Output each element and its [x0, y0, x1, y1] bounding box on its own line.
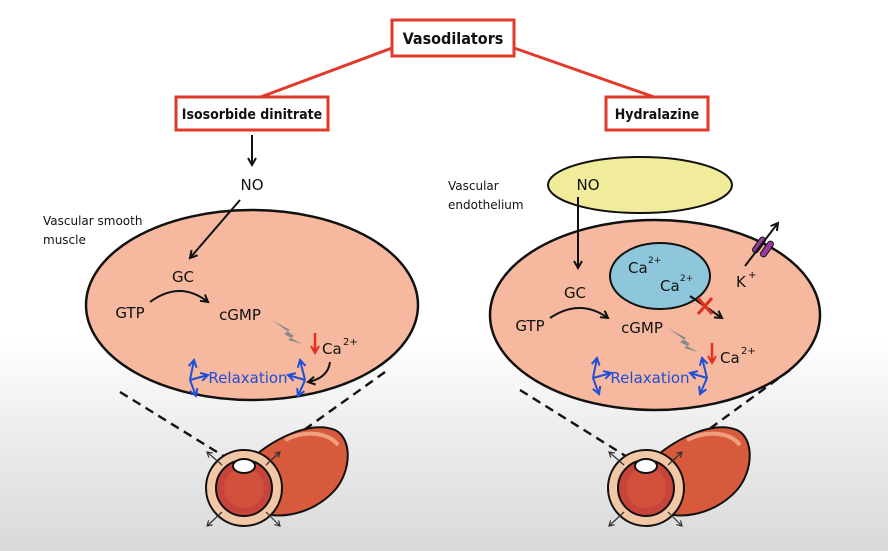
left-drug-label: Isosorbide dinitrate — [182, 107, 322, 123]
right-drug-label: Hydralazine — [615, 107, 699, 123]
right-gtp-label: GTP — [515, 317, 544, 335]
right-relaxation-arrows — [593, 358, 707, 394]
connector-lines — [257, 46, 658, 100]
right-k-sup: + — [748, 270, 756, 281]
left-relaxation-label: Relaxation — [208, 369, 287, 387]
right-ca-label: Ca — [720, 349, 740, 367]
left-tissue-label-2: muscle — [43, 233, 86, 247]
left-signal-bolt-icon — [272, 320, 302, 344]
left-zoom-line-2 — [254, 371, 386, 466]
right-blood-vessel — [607, 426, 751, 527]
right-signal-bolt-icon — [668, 328, 698, 352]
left-ca-to-relax-arrow — [308, 361, 331, 382]
right-endothelium — [547, 156, 733, 214]
left-panel: NO Vascular smooth muscle GC GTP cGMP Ca… — [43, 135, 420, 527]
left-ca-superscript: 2+ — [343, 337, 358, 348]
right-k-efflux-arrow — [744, 223, 778, 267]
right-block-x-icon — [696, 297, 714, 315]
left-tissue-label-1: Vascular smooth — [43, 214, 142, 228]
right-store-ca-2-sup: 2+ — [680, 274, 693, 284]
right-tissue-label-1: Vascular — [448, 179, 499, 193]
right-store-ca-2: Ca — [660, 277, 680, 295]
left-zoom-line-1 — [119, 390, 239, 467]
left-drug-box: Isosorbide dinitrate — [174, 95, 330, 132]
right-tissue-label-2: endothelium — [448, 198, 524, 212]
left-smooth-muscle-cell — [84, 208, 420, 402]
left-ca-label: Ca — [322, 340, 342, 358]
title-box: Vasodilators — [390, 18, 516, 58]
right-zoom-line-2 — [659, 369, 791, 466]
right-store-ca-1: Ca — [628, 259, 648, 277]
left-no-label: NO — [240, 176, 263, 194]
left-gc-label: GC — [172, 268, 194, 286]
right-ca-superscript: 2+ — [741, 346, 756, 357]
right-smooth-muscle-cell — [488, 218, 822, 412]
right-gtp-to-cgmp-arrow — [549, 307, 608, 318]
left-no-to-gc-arrow — [190, 199, 241, 258]
left-cgmp-label: cGMP — [219, 306, 261, 324]
right-k-channel-icon — [752, 236, 774, 258]
right-zoom-line-1 — [519, 388, 641, 467]
right-relaxation-label: Relaxation — [610, 369, 689, 387]
left-blood-vessel — [205, 426, 349, 527]
title-text: Vasodilators — [403, 29, 504, 48]
left-gtp-label: GTP — [115, 304, 144, 322]
right-store-ca-1-sup: 2+ — [648, 256, 661, 266]
right-panel: Vascular endothelium NO Ca 2+ Ca 2+ K + — [448, 156, 822, 527]
right-k-label: K — [736, 273, 747, 291]
right-gc-label: GC — [564, 284, 586, 302]
left-relaxation-arrows — [190, 360, 305, 396]
right-calcium-store — [609, 242, 711, 310]
right-drug-box: Hydralazine — [604, 95, 710, 132]
left-gtp-to-cgmp-arrow — [149, 290, 208, 302]
right-cgmp-label: cGMP — [621, 319, 663, 337]
right-no-label: NO — [576, 176, 599, 194]
